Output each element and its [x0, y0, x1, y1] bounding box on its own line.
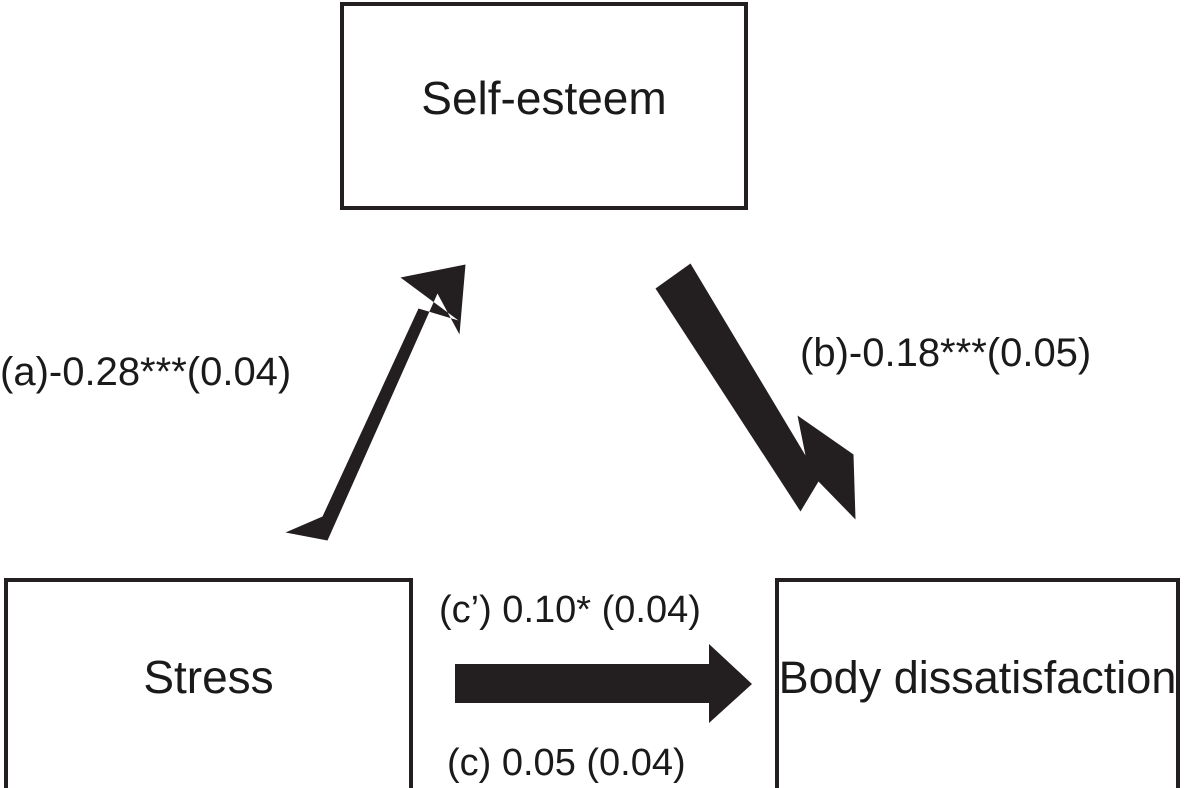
arrow-path-a [285, 264, 466, 541]
path-label-b: (b)-0.18***(0.05) [800, 331, 1092, 375]
node-body-dissatisfaction: Body dissatisfaction [775, 578, 1180, 788]
node-body-dissatisfaction-label: Body dissatisfaction [778, 651, 1177, 703]
node-stress: Stress [4, 578, 413, 788]
path-label-c: (c) 0.05 (0.04) [447, 742, 686, 784]
arrow-path-b [655, 263, 856, 520]
node-stress-label: Stress [143, 651, 274, 703]
arrow-path-c-prime [455, 644, 752, 723]
node-self-esteem: Self-esteem [340, 2, 748, 210]
path-label-a: (a)-0.28***(0.04) [0, 350, 292, 394]
node-self-esteem-label: Self-esteem [421, 72, 667, 124]
path-label-c-prime: (c’) 0.10* (0.04) [439, 589, 701, 631]
